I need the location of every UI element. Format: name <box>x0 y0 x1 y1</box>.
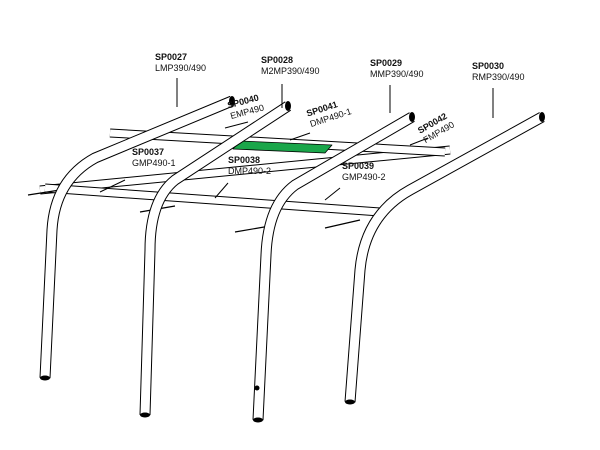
beam-lower <box>44 183 381 217</box>
part-code: SP0037 <box>132 147 165 157</box>
part-code: SP0038 <box>228 155 261 165</box>
part-code: SP0029 <box>370 58 403 68</box>
part-name: M2MP390/490 <box>261 66 320 76</box>
part-code: SP0027 <box>155 52 188 62</box>
part-code: SP0030 <box>472 61 505 71</box>
part-name: RMP390/490 <box>472 72 525 82</box>
part-code: SP0039 <box>342 161 375 171</box>
part-name: GMP490-2 <box>342 172 386 182</box>
part-name: LMP390/490 <box>155 63 207 73</box>
pole-end-caps <box>40 96 545 423</box>
pole-m2mp <box>139 101 292 416</box>
beam-back <box>39 145 451 195</box>
pole-rmp <box>344 112 545 403</box>
pole-mmp <box>252 112 415 421</box>
part-name: MMP390/490 <box>370 69 424 79</box>
part-name: GMP490-1 <box>132 158 176 168</box>
part-name: DMP490-2 <box>228 166 272 176</box>
pole-lmp <box>39 95 235 379</box>
part-code: SP0028 <box>261 55 294 65</box>
